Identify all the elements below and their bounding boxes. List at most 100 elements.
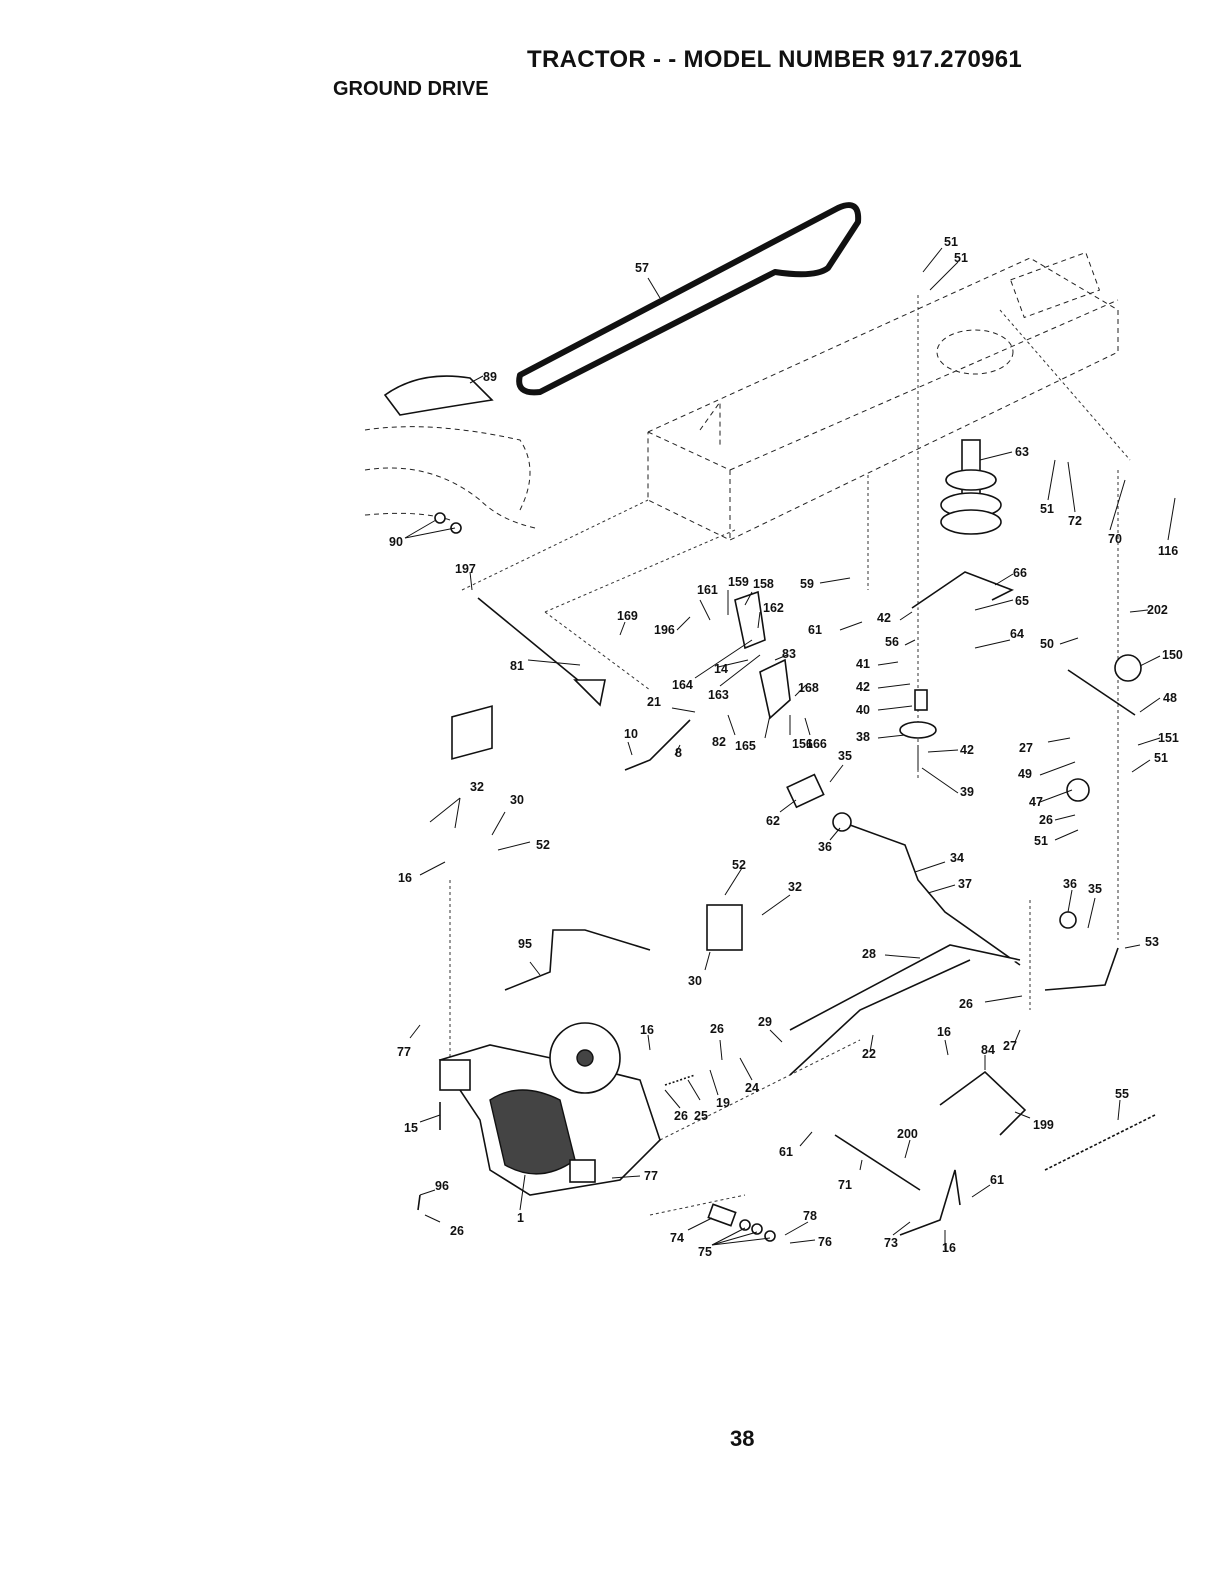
callout-21: 21	[647, 695, 661, 709]
callout-40: 40	[856, 703, 870, 717]
callout-64: 64	[1010, 627, 1024, 641]
callout-61: 61	[808, 623, 822, 637]
callout-42: 42	[877, 611, 891, 625]
axle-hardware	[707, 1203, 776, 1242]
callout-14: 14	[714, 662, 728, 676]
callout-96: 96	[435, 1179, 449, 1193]
callout-76: 76	[818, 1235, 832, 1249]
callout-42: 42	[960, 743, 974, 757]
callout-16: 16	[937, 1025, 951, 1039]
callout-84: 84	[981, 1043, 995, 1057]
callout-19: 19	[716, 1096, 730, 1110]
fender-area	[364, 375, 536, 534]
tractor-frame	[647, 251, 1119, 541]
callout-156: 156	[792, 737, 813, 751]
callout-82: 82	[712, 735, 726, 749]
callout-164: 164	[672, 678, 693, 692]
callout-27: 27	[1003, 1039, 1017, 1053]
callout-161: 161	[697, 583, 718, 597]
callout-51: 51	[954, 251, 968, 265]
callout-51: 51	[944, 235, 958, 249]
callout-169: 169	[617, 609, 638, 623]
callout-27: 27	[1019, 741, 1033, 755]
callout-162: 162	[763, 601, 784, 615]
callout-28: 28	[862, 947, 876, 961]
callout-61: 61	[990, 1173, 1004, 1187]
callout-50: 50	[1040, 637, 1054, 651]
callout-26: 26	[674, 1109, 688, 1123]
brackets	[451, 590, 791, 951]
callout-89: 89	[483, 370, 497, 384]
callout-22: 22	[862, 1047, 876, 1061]
callout-51: 51	[1154, 751, 1168, 765]
callout-70: 70	[1108, 532, 1122, 546]
callout-32: 32	[470, 780, 484, 794]
callout-151: 151	[1158, 731, 1179, 745]
callout-202: 202	[1147, 603, 1168, 617]
callout-63: 63	[1015, 445, 1029, 459]
callout-36: 36	[1063, 877, 1077, 891]
callout-78: 78	[803, 1209, 817, 1223]
callout-51: 51	[1034, 834, 1048, 848]
callout-55: 55	[1115, 1087, 1129, 1101]
callout-16: 16	[640, 1023, 654, 1037]
callout-52: 52	[536, 838, 550, 852]
callout-61: 61	[779, 1145, 793, 1159]
page-title: TRACTOR - - MODEL NUMBER 917.270961	[527, 46, 1023, 73]
callout-16: 16	[398, 871, 412, 885]
callout-200: 200	[897, 1127, 918, 1141]
callout-81: 81	[510, 659, 524, 673]
callout-49: 49	[1018, 767, 1032, 781]
callout-75: 75	[698, 1245, 712, 1259]
callout-30: 30	[688, 974, 702, 988]
callout-36: 36	[818, 840, 832, 854]
callout-26: 26	[959, 997, 973, 1011]
callout-57: 57	[635, 261, 649, 275]
callout-32: 32	[788, 880, 802, 894]
pulley-assembly	[899, 439, 1014, 770]
callout-1: 1	[517, 1211, 524, 1225]
callout-8: 8	[675, 746, 682, 760]
callout-26: 26	[710, 1022, 724, 1036]
section-title: GROUND DRIVE	[333, 78, 489, 100]
callout-26: 26	[450, 1224, 464, 1238]
callout-199: 199	[1033, 1118, 1054, 1132]
callout-34: 34	[950, 851, 964, 865]
callout-77: 77	[397, 1045, 411, 1059]
callout-16: 16	[942, 1241, 956, 1255]
transaxle	[417, 1022, 661, 1211]
callout-90: 90	[389, 535, 403, 549]
callout-159: 159	[728, 575, 749, 589]
callout-59: 59	[800, 577, 814, 591]
callout-47: 47	[1029, 795, 1043, 809]
callout-168: 168	[798, 681, 819, 695]
callout-95: 95	[518, 937, 532, 951]
callout-53: 53	[1145, 935, 1159, 949]
callout-83: 83	[782, 647, 796, 661]
callout-150: 150	[1162, 648, 1183, 662]
callout-25: 25	[694, 1109, 708, 1123]
callout-56: 56	[885, 635, 899, 649]
callout-42: 42	[856, 680, 870, 694]
callout-116: 116	[1158, 544, 1178, 558]
callout-41: 41	[856, 657, 870, 671]
callout-163: 163	[708, 688, 729, 702]
callout-35: 35	[838, 749, 852, 763]
callout-72: 72	[1068, 514, 1082, 528]
callout-158: 158	[753, 577, 774, 591]
callout-196: 196	[654, 623, 675, 637]
callout-51: 51	[1040, 502, 1054, 516]
callout-52: 52	[732, 858, 746, 872]
callout-24: 24	[745, 1081, 759, 1095]
callout-37: 37	[958, 877, 972, 891]
drive-belt	[516, 202, 862, 396]
callout-166: 166	[806, 737, 827, 751]
callout-73: 73	[884, 1236, 898, 1250]
callout-29: 29	[758, 1015, 772, 1029]
callout-30: 30	[510, 793, 524, 807]
callout-10: 10	[624, 727, 638, 741]
callout-65: 65	[1015, 594, 1029, 608]
callout-197: 197	[455, 562, 476, 576]
